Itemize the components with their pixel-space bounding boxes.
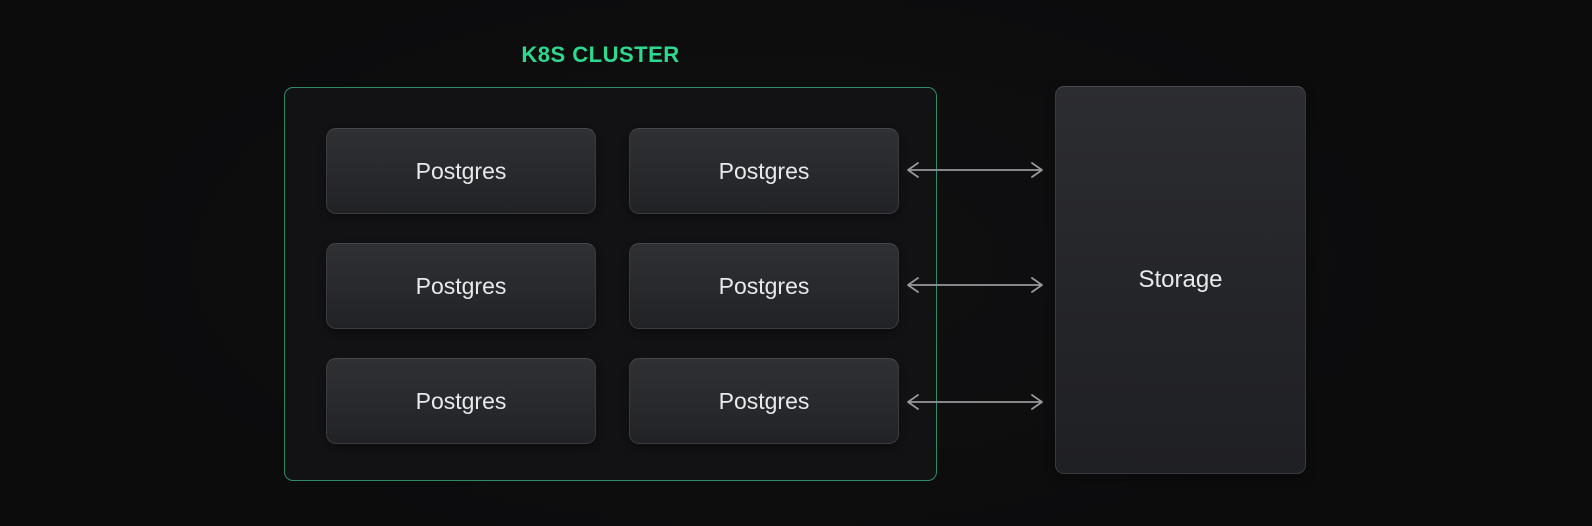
postgres-node: Postgres	[326, 243, 596, 329]
postgres-node: Postgres	[629, 358, 899, 444]
postgres-node: Postgres	[629, 128, 899, 214]
postgres-node-label: Postgres	[718, 387, 810, 414]
postgres-node: Postgres	[629, 243, 899, 329]
postgres-node: Postgres	[326, 128, 596, 214]
postgres-node-label: Postgres	[718, 272, 810, 299]
bidirectional-arrow-icon	[907, 162, 1043, 178]
postgres-node: Postgres	[326, 358, 596, 444]
bidirectional-arrow-icon	[907, 277, 1043, 293]
postgres-node-label: Postgres	[415, 157, 507, 184]
postgres-node-label: Postgres	[415, 272, 507, 299]
cluster-title: K8S CLUSTER	[521, 42, 680, 67]
storage-label: Storage	[1138, 266, 1223, 293]
postgres-node-label: Postgres	[718, 157, 810, 184]
k8s-cluster-container: Postgres Postgres Postgres Postgres Post…	[284, 87, 937, 481]
postgres-node-label: Postgres	[415, 387, 507, 414]
storage-box: Storage	[1055, 86, 1306, 474]
bidirectional-arrow-icon	[907, 394, 1043, 410]
